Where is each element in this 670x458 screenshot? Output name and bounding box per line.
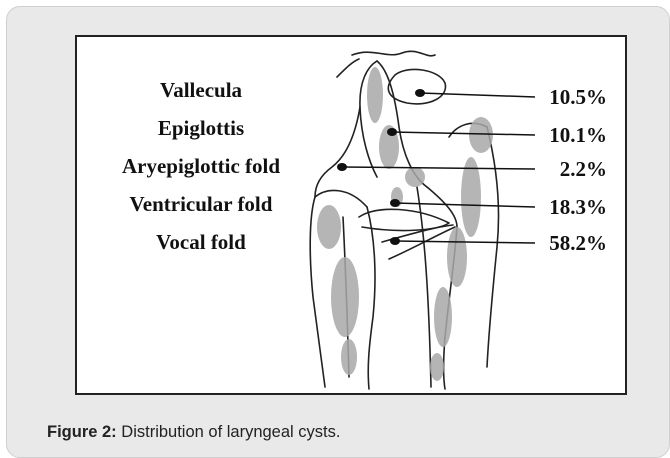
caption-label: Figure 2:	[47, 423, 117, 441]
label-ventricular-fold: Ventricular fold	[130, 192, 273, 216]
percent-vocal-fold: 58.2%	[549, 231, 607, 255]
figure-frame: Vallecula Epiglottis Aryepiglottic fold …	[75, 35, 627, 395]
caption-text: Distribution of laryngeal cysts.	[121, 423, 340, 441]
larynx-diagram: Vallecula Epiglottis Aryepiglottic fold …	[77, 37, 625, 393]
figure-caption: Figure 2: Distribution of laryngeal cyst…	[47, 423, 340, 442]
label-vocal-fold: Vocal fold	[156, 230, 246, 254]
percent-ventricular-fold: 18.3%	[549, 195, 607, 219]
label-epiglottis: Epiglottis	[158, 116, 244, 140]
percent-epiglottis: 10.1%	[549, 123, 607, 147]
percent-aryepiglottic-fold: 2.2%	[560, 157, 607, 181]
label-aryepiglottic-fold: Aryepiglottic fold	[122, 154, 280, 178]
figure-card: Vallecula Epiglottis Aryepiglottic fold …	[6, 6, 670, 458]
label-vallecula: Vallecula	[160, 78, 243, 102]
percent-vallecula: 10.5%	[549, 85, 607, 109]
